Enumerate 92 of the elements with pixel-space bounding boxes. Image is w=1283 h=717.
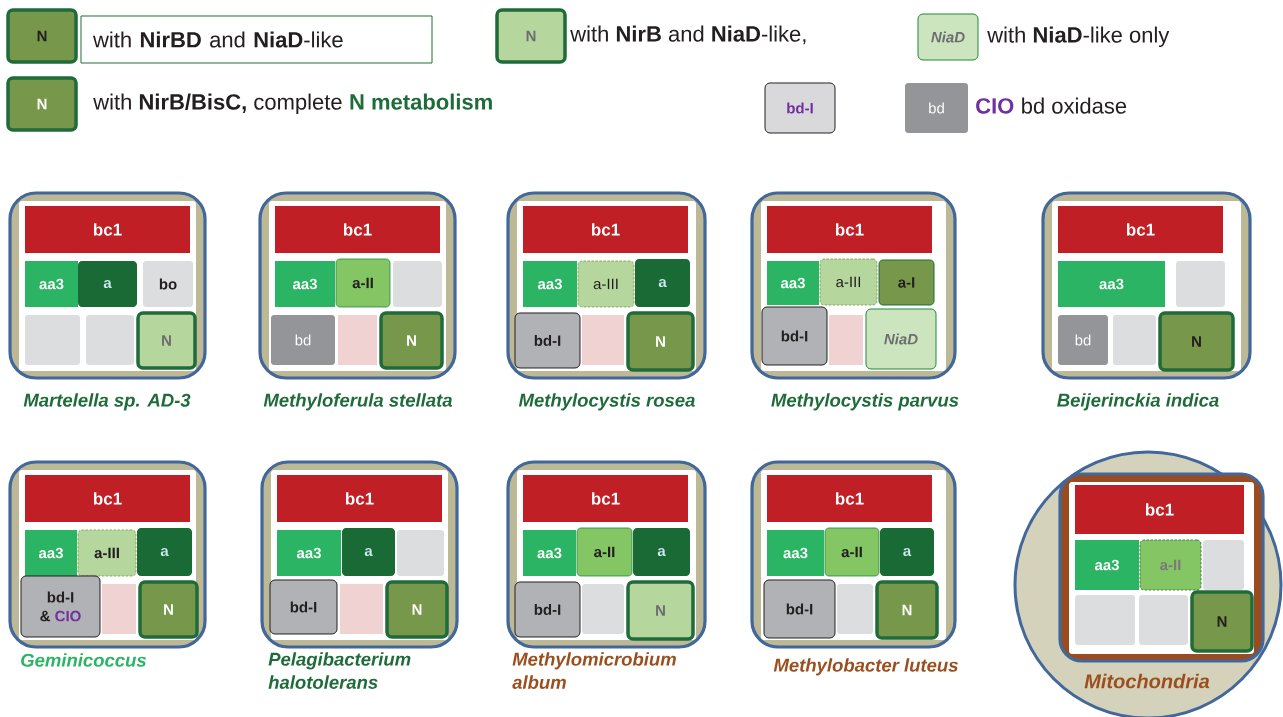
complex-box: N [626,580,695,641]
complex-box: a [635,259,690,307]
complex-box: N [138,580,199,639]
complex-box: bc1 [1075,485,1244,534]
complex-box: bd-I [514,312,581,369]
species-name: Geminicoccus [21,653,147,667]
species-name: Methylocystis parvus [771,393,959,411]
complex-box: N [875,580,939,640]
empty-slot [86,315,134,365]
complex-box: bc1 [523,475,688,522]
complex-box: bc1 [25,206,190,253]
complex-box: aa3 [767,261,819,305]
species-name: Methylobacter luteus [773,658,958,676]
complex-box: bc1 [1058,206,1223,253]
legend-box: NiaD [917,13,979,61]
species-name: Beijerinckia indica [1057,393,1219,411]
complex-box: bc1 [767,475,932,522]
legend-box: bd-I [764,82,836,134]
complex-box: aa3 [25,261,78,307]
complex-box: a-III [77,529,137,577]
complex-box: NiaD [865,308,937,370]
empty-slot [829,315,863,365]
complex-box: aa3 [277,530,341,576]
complex-box: a [633,528,690,576]
complex-box: N [1190,590,1254,653]
species-name: Pelagibacterium halotolerans [268,652,411,689]
complex-box: a-III [577,260,635,308]
complex-box: aa3 [275,261,335,307]
empty-slot [1139,595,1188,645]
empty-slot [393,261,442,307]
empty-slot [837,584,873,634]
complex-box: aa3 [523,530,576,576]
legend-text: bd oxidase [1022,97,1127,114]
complex-box: a-II [335,258,391,308]
empty-slot [1203,540,1244,590]
complex-box: aa3 [1075,540,1139,590]
legend-box: N [6,76,78,132]
legend-box: N [6,8,78,64]
complex-box: aa3 [523,261,577,307]
legend-box: N [495,8,567,64]
complex-box: bd-I [761,306,828,366]
complex-box: bd-I [514,581,581,638]
complex-box: bc1 [25,475,190,522]
complex-box: a [137,528,192,576]
complex-box: bd-I & CIO [20,575,101,638]
complex-box: N [385,580,449,639]
complex-box: bc1 [277,475,442,522]
organelle-name: Mitochondria [1084,673,1210,689]
complex-box: bd-I [269,579,338,635]
empty-slot [582,584,624,634]
empty-slot [1113,315,1156,365]
empty-slot [25,315,80,365]
empty-slot [1075,595,1135,645]
complex-box: bo [143,261,193,307]
complex-box: N [626,311,695,372]
empty-slot [582,315,624,365]
legend-text-box: with NirBD and NiaD-like [80,15,433,64]
complex-box: aa3 [25,530,77,576]
empty-slot [1176,261,1225,307]
legend-text: N metabolism [350,93,492,110]
complex-box: a [342,528,395,576]
complex-box: a-II [824,527,880,577]
empty-slot [338,315,377,365]
legend-text: CIO [976,98,1014,114]
complex-box: N [1158,311,1235,372]
complex-box: aa3 [767,530,824,576]
complex-box: a-II [1139,539,1202,591]
complex-box: bc1 [523,206,688,253]
species-name: Martelella sp. AD-3 [23,393,191,411]
species-name: Methylomicrobium album [512,652,676,689]
legend-text: with NirB and NiaD-like, [570,25,806,45]
empty-slot [397,530,444,576]
complex-box: a-II [576,527,633,577]
empty-slot [102,584,136,634]
complex-box: N [136,311,197,370]
complex-box: a [78,261,137,307]
empty-slot [340,584,383,634]
complex-box: bd-I [763,579,836,639]
legend-box: bd [905,83,968,133]
complex-box: N [379,311,444,370]
complex-box: bc1 [275,206,440,253]
species-name: Methyloferula stellata [263,393,453,411]
legend-text: with NirB/BisC, complete [93,93,342,115]
complex-box: bd [271,315,335,365]
complex-box: aa3 [1058,261,1165,307]
complex-box: bc1 [767,206,932,253]
species-name: Methylocystis rosea [518,393,695,411]
complex-box: bd [1058,315,1108,365]
complex-box: a [880,528,934,576]
legend-text: with NiaD-like only [987,26,1170,48]
complex-box: a-I [878,259,935,306]
complex-box: a-III [819,258,878,306]
